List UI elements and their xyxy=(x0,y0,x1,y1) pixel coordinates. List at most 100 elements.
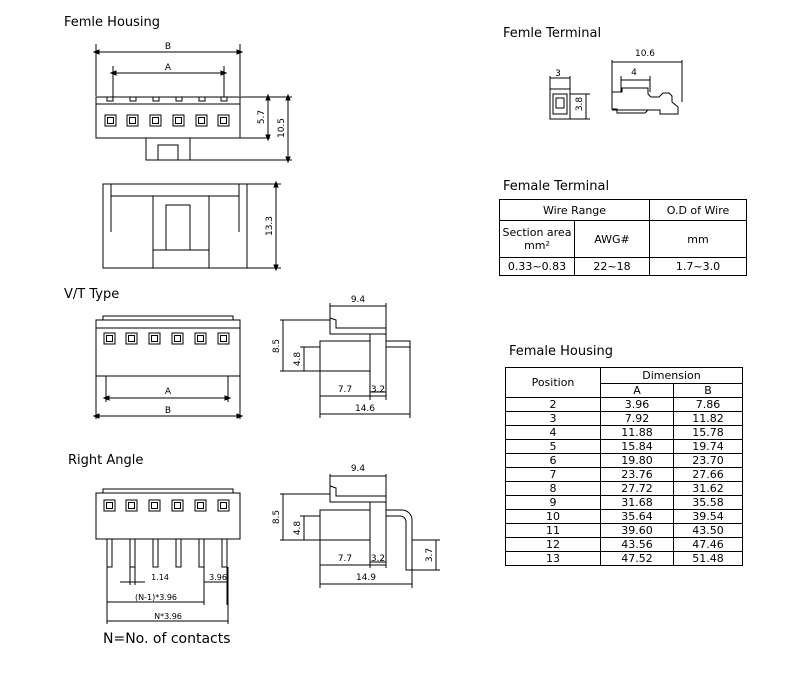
dim-ra-14-9: 14.9 xyxy=(356,573,376,583)
dimension-header: Dimension xyxy=(600,367,743,384)
dim-b-cell: 51.48 xyxy=(673,551,743,566)
position-cell: 12 xyxy=(505,537,601,552)
position-cell: 5 xyxy=(505,439,601,454)
ra-side-view xyxy=(280,474,440,588)
dim-b-cell: 15.78 xyxy=(673,425,743,440)
terminal-drawings xyxy=(549,60,683,120)
dim-pitch-1-14: 1.14 xyxy=(151,573,169,582)
dim-ra-7-7: 7.7 xyxy=(338,554,352,564)
dim-n-total: N*3.96 xyxy=(154,612,182,621)
dim-10-5: 10.5 xyxy=(277,118,287,138)
section-area-value: 0.33~0.83 xyxy=(499,257,575,276)
dim-a-cell: 15.84 xyxy=(600,439,674,454)
position-cell: 6 xyxy=(505,453,601,468)
dim-b-top: B xyxy=(165,42,171,52)
position-cell: 11 xyxy=(505,523,601,538)
dim-13-3: 13.3 xyxy=(265,216,275,236)
dim-a-cell: 47.52 xyxy=(600,551,674,566)
position-cell: 10 xyxy=(505,509,601,524)
dim-a-cell: 19.80 xyxy=(600,453,674,468)
dim-n-minus-1: (N-1)*3.96 xyxy=(135,593,177,602)
position-cell: 9 xyxy=(505,495,601,510)
dim-vt-4-8: 4.8 xyxy=(293,352,303,367)
dim-b-cell: 47.46 xyxy=(673,537,743,552)
vt-type-title: V/T Type xyxy=(64,287,120,302)
dim-vt-14-6: 14.6 xyxy=(355,404,375,414)
dim-a-vt: A xyxy=(165,387,172,397)
dim-b-cell: 43.50 xyxy=(673,523,743,538)
dim-ra-3-7: 3.7 xyxy=(425,548,435,562)
dim-terminal-3-8: 3.8 xyxy=(575,97,585,112)
dim-b-cell: 35.58 xyxy=(673,495,743,510)
dim-ra-3-2: 3.2 xyxy=(371,554,385,564)
right-angle-title: Right Angle xyxy=(68,453,144,468)
position-cell: 4 xyxy=(505,425,601,440)
dim-b-cell: 31.62 xyxy=(673,481,743,496)
dim-ra-8-5: 8.5 xyxy=(272,510,282,524)
awg-header: AWG# xyxy=(574,220,650,258)
dim-b-cell: 27.66 xyxy=(673,467,743,482)
dim-a-cell: 23.76 xyxy=(600,467,674,482)
dim-a-top: A xyxy=(165,63,172,73)
dim-vt-8-5: 8.5 xyxy=(272,339,282,353)
ra-front-view xyxy=(95,488,241,624)
od-wire-header: O.D of Wire xyxy=(649,199,747,221)
contacts-footnote: N=No. of contacts xyxy=(103,631,231,647)
housing-front-view xyxy=(92,44,292,164)
dim-5-7: 5.7 xyxy=(257,110,267,124)
dim-terminal-3: 3 xyxy=(555,69,561,79)
dim-a-cell: 31.68 xyxy=(600,495,674,510)
od-value: 1.7~3.0 xyxy=(649,257,747,276)
position-cell: 3 xyxy=(505,411,601,426)
vt-front-view xyxy=(92,315,244,419)
dim-b-cell: 19.74 xyxy=(673,439,743,454)
dim-b-cell: 39.54 xyxy=(673,509,743,524)
dim-a-cell: 7.92 xyxy=(600,411,674,426)
dim-b-header: B xyxy=(673,383,743,398)
dim-b-vt: B xyxy=(165,406,171,416)
dim-vt-7-7: 7.7 xyxy=(338,385,352,395)
dim-a-cell: 35.64 xyxy=(600,509,674,524)
dim-a-cell: 39.60 xyxy=(600,523,674,538)
dim-vt-3-2: 3.2 xyxy=(371,385,385,395)
awg-value: 22~18 xyxy=(574,257,650,276)
dim-b-cell: 11.82 xyxy=(673,411,743,426)
position-header: Position xyxy=(505,367,601,398)
dim-pitch-3-96: 3.96 xyxy=(209,573,227,582)
dim-a-cell: 27.72 xyxy=(600,481,674,496)
femle-terminal-title: Femle Terminal xyxy=(503,26,602,41)
dim-a-cell: 11.88 xyxy=(600,425,674,440)
housing-side-view xyxy=(102,180,281,272)
dim-b-cell: 7.86 xyxy=(673,397,743,412)
position-cell: 2 xyxy=(505,397,601,412)
dim-a-cell: 43.56 xyxy=(600,537,674,552)
female-housing-title: Female Housing xyxy=(509,344,613,359)
wire-range-header: Wire Range xyxy=(499,199,650,221)
position-cell: 7 xyxy=(505,467,601,482)
dim-a-cell: 3.96 xyxy=(600,397,674,412)
dim-vt-9-4: 9.4 xyxy=(351,295,366,305)
position-cell: 8 xyxy=(505,481,601,496)
dim-ra-4-8: 4.8 xyxy=(293,521,303,536)
female-terminal-title: Female Terminal xyxy=(503,179,610,194)
dim-ra-9-4: 9.4 xyxy=(351,464,366,474)
position-cell: 13 xyxy=(505,551,601,566)
mm-header: mm xyxy=(649,220,747,258)
dim-a-header: A xyxy=(600,383,674,398)
dim-terminal-4: 4 xyxy=(631,68,637,78)
femle-housing-title: Femle Housing xyxy=(64,15,161,30)
dim-terminal-10-6: 10.6 xyxy=(635,49,655,59)
